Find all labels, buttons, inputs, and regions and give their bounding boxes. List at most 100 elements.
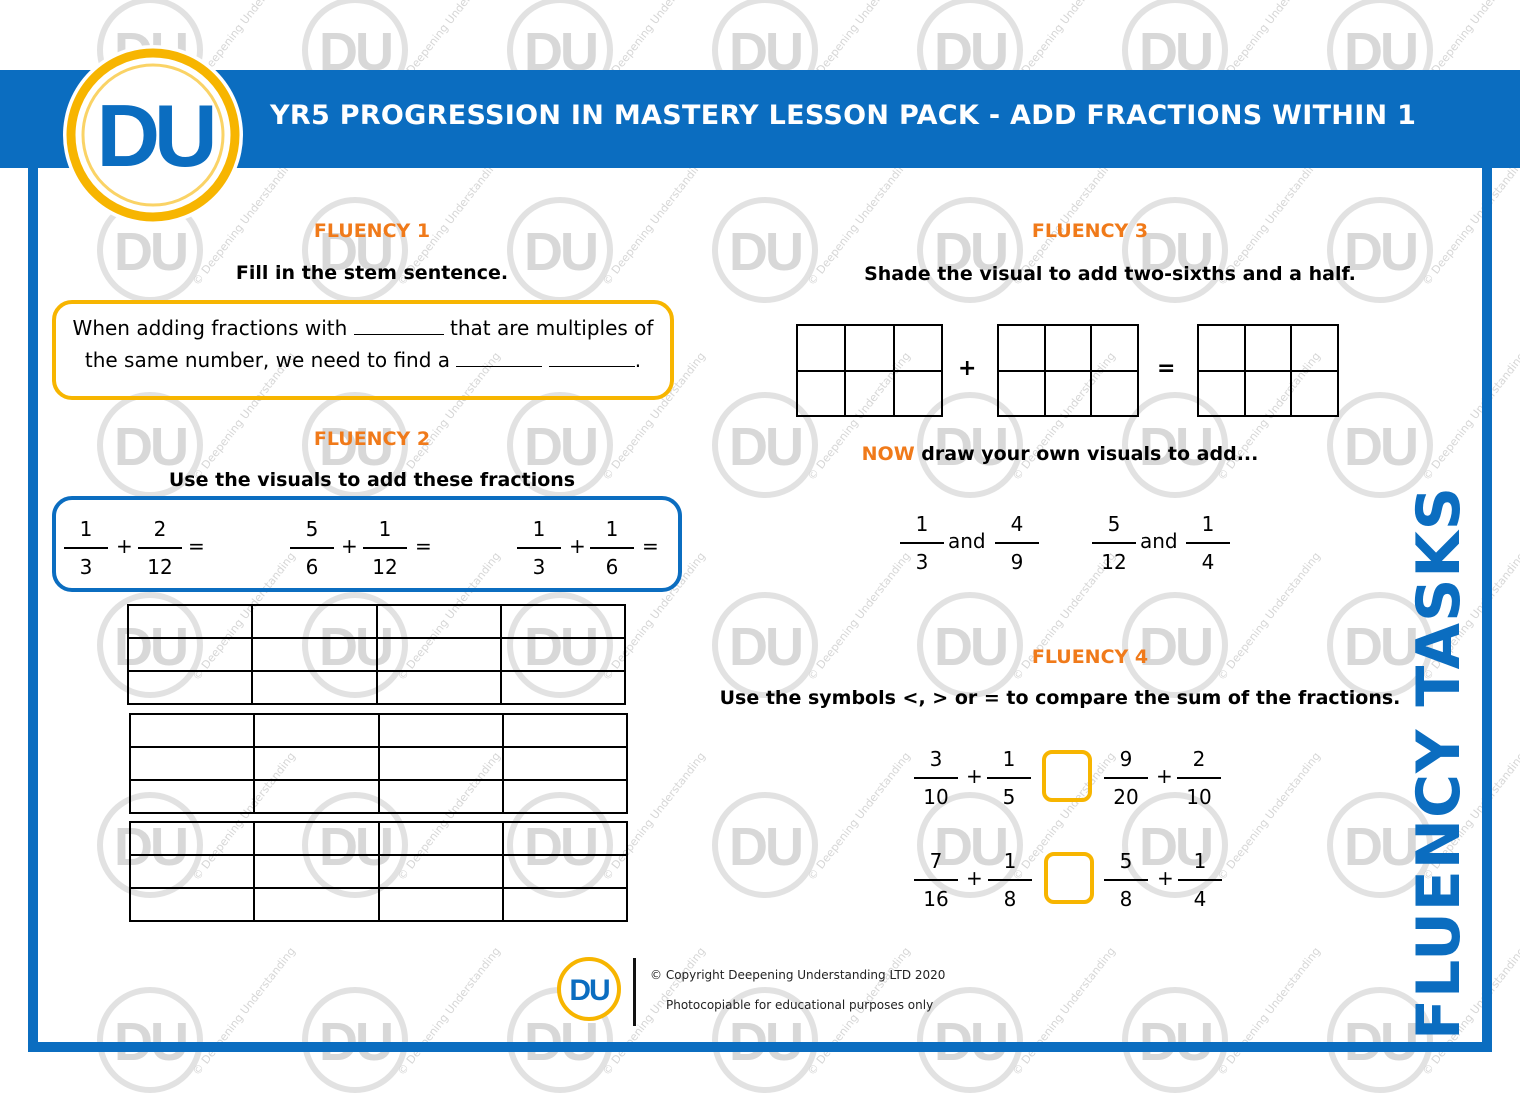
stem-text-1b: that are multiples of (450, 316, 654, 340)
watermark-logo-icon: DU (712, 592, 818, 698)
and-word: and (948, 529, 986, 553)
frame-right-edge (1482, 168, 1492, 1052)
watermark-text: © Deepening Understanding (1215, 749, 1323, 884)
watermark-logo-icon: DU (712, 792, 818, 898)
fluency4-heading: FLUENCY 4 (1031, 646, 1149, 668)
fluency4-instruction: Use the symbols <, > or = to compare the… (719, 687, 1401, 709)
watermark-logo-icon: DU (507, 197, 613, 303)
svg-text:DU: DU (729, 417, 801, 477)
svg-text:DU: DU (319, 222, 391, 282)
now-rest: draw your own visuals to add... (921, 443, 1259, 465)
watermark-logo-icon: DU (917, 792, 1023, 898)
sixths-twelfths-grid (128, 713, 629, 814)
watermark-logo-icon: DU (712, 197, 818, 303)
now-instruction: NOW draw your own visuals to add... (740, 443, 1380, 465)
watermark-logo-icon: DU (1122, 987, 1228, 1093)
shade-grid-answer[interactable] (1197, 324, 1339, 417)
fluency3-instruction: Shade the visual to add two-sixths and a… (864, 263, 1356, 285)
footer-divider (633, 958, 636, 1026)
watermark-logo-icon: DU (302, 392, 408, 498)
watermark-logo-icon: DU (917, 197, 1023, 303)
plus-sign: + (958, 356, 977, 381)
fluency-tasks-side-label: FLUENCY TASKS (1404, 486, 1474, 1040)
plus-sign: + (966, 866, 983, 890)
fluency1-heading: FLUENCY 1 (313, 220, 431, 242)
compare-answer-box[interactable] (1042, 750, 1092, 802)
watermark-logo-icon: DU (1327, 792, 1433, 898)
svg-text:DU: DU (114, 417, 186, 477)
plus-sign: + (341, 534, 358, 558)
fluency1-instruction: Fill in the stem sentence. (235, 262, 509, 284)
compare-answer-box[interactable] (1044, 852, 1094, 904)
stem-blank-2[interactable] (456, 364, 543, 367)
footer-logo-letters: DU (569, 974, 609, 1007)
watermark-logo-icon: DU (1327, 197, 1433, 303)
svg-text:DU: DU (319, 417, 391, 477)
frame-left-edge (28, 168, 38, 1052)
svg-text:DU: DU (1139, 817, 1211, 877)
svg-text:DU: DU (729, 817, 801, 877)
stem-line-2: the same number, we need to find a . (52, 348, 674, 372)
shade-grid-sixths[interactable] (795, 324, 944, 417)
plus-sign: + (966, 764, 983, 788)
watermark-logo-icon: DU (1122, 592, 1228, 698)
stem-text-2a: the same number, we need to find a (84, 348, 451, 372)
watermark-logo-icon: DU (302, 197, 408, 303)
header-banner (0, 70, 1520, 168)
svg-text:DU: DU (1344, 417, 1416, 477)
stem-text-1a: When adding fractions with (72, 316, 348, 340)
svg-text:DU: DU (1344, 617, 1416, 677)
stem-line-1: When adding fractions with that are mult… (52, 316, 674, 340)
watermark-text: © Deepening Understanding (1215, 944, 1323, 1079)
svg-text:DU: DU (524, 417, 596, 477)
equals-sign: = (188, 534, 205, 558)
watermark-logo-icon: DU (917, 392, 1023, 498)
watermark-logo-icon: DU (712, 392, 818, 498)
svg-text:DU: DU (524, 222, 596, 282)
watermark-logo-icon: DU (1122, 792, 1228, 898)
watermark-logo-icon: DU (1122, 197, 1228, 303)
svg-text:DU: DU (1139, 417, 1211, 477)
watermark-logo-icon: DU (1122, 392, 1228, 498)
footer-logo-icon: DU (557, 957, 621, 1021)
equals-sign: = (1157, 356, 1176, 381)
plus-sign: + (1156, 764, 1173, 788)
stem-blank-3[interactable] (548, 364, 635, 367)
svg-text:DU: DU (96, 86, 213, 185)
and-word: and (1140, 529, 1178, 553)
equals-sign: = (415, 534, 432, 558)
fluency2-heading: FLUENCY 2 (313, 428, 431, 450)
page-title: YR5 PROGRESSION IN MASTERY LESSON PACK -… (270, 100, 1417, 131)
svg-text:DU: DU (1344, 222, 1416, 282)
svg-text:DU: DU (1139, 617, 1211, 677)
watermark-logo-icon: DU (507, 392, 613, 498)
stem-end: . (634, 348, 642, 372)
fluency2-instruction: Use the visuals to add these fractions (168, 469, 576, 491)
watermark-text: © Deepening Understanding (1420, 349, 1520, 484)
plus-sign: + (1157, 866, 1174, 890)
fractions-box (52, 496, 682, 592)
du-logo-icon: DU (63, 45, 243, 225)
shade-grid-half[interactable] (997, 324, 1139, 417)
plus-sign: + (116, 534, 133, 558)
watermark-text: © Deepening Understanding (805, 749, 913, 884)
watermark-logo-icon: DU (1327, 392, 1433, 498)
watermark-text: © Deepening Understanding (1010, 944, 1118, 1079)
plus-sign: + (569, 534, 586, 558)
stem-blank-1[interactable] (353, 332, 444, 335)
svg-text:DU: DU (729, 617, 801, 677)
svg-text:DU: DU (934, 617, 1006, 677)
svg-text:DU: DU (934, 817, 1006, 877)
